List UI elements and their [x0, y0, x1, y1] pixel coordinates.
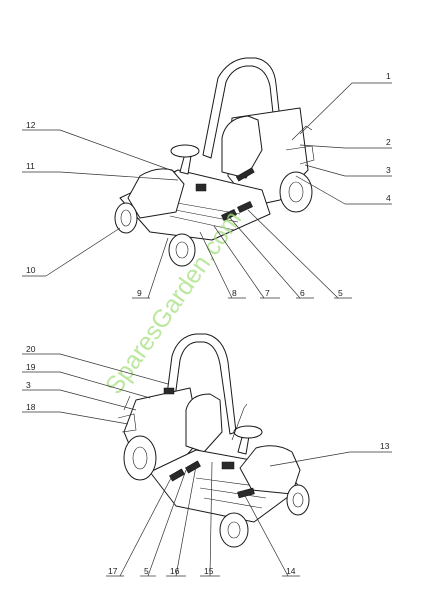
leader-line: [295, 175, 346, 205]
callout-label: 11: [26, 161, 35, 171]
callout-label: 20: [26, 344, 36, 354]
lower-steering-wheel: [233, 425, 263, 439]
lower-rear-decal: [163, 387, 175, 395]
lower-front-left-hub: [227, 521, 241, 539]
leader-line: [199, 231, 233, 299]
leader-line: [243, 493, 289, 577]
upper-steering-wheel: [170, 144, 200, 158]
callout-label: 2: [386, 137, 391, 147]
callout-label: 12: [26, 120, 36, 130]
callout-label: 8: [232, 288, 237, 298]
leader-line: [229, 217, 301, 299]
leader-line: [299, 82, 353, 135]
upper-front-right-wheel: [168, 233, 196, 267]
callout-label: 3: [26, 380, 31, 390]
lower-lever: [231, 403, 248, 441]
leader-line: [59, 371, 151, 399]
lower-side-decal: [185, 460, 201, 474]
lower-roll-bar: [159, 333, 237, 451]
lower-hood: [239, 445, 301, 495]
callout-label: 10: [26, 265, 36, 275]
upper-rear-wheel: [279, 171, 313, 213]
callout-label: 3: [386, 165, 391, 175]
callout-label: 7: [265, 288, 270, 298]
upper-callouts: 1 2 3 4 12 11 10 9 8 7 6 5: [22, 71, 392, 299]
lower-rear-wheel: [123, 435, 157, 481]
callout-label: 16: [170, 566, 180, 576]
upper-front-left-wheel: [114, 202, 138, 234]
leader-line: [247, 209, 339, 299]
lower-mower-drawing: [117, 333, 310, 548]
upper-seat: [221, 115, 263, 179]
leader-line: [304, 164, 346, 177]
callout-label: 5: [338, 288, 343, 298]
leader-line: [59, 129, 177, 173]
callout-label: 6: [300, 288, 305, 298]
upper-hood: [127, 168, 185, 219]
upper-side-decal: [221, 208, 237, 222]
upper-front-left-hub: [120, 209, 132, 227]
lower-front-right-hub: [292, 492, 304, 508]
leader-line: [59, 411, 129, 425]
lower-front-right-wheel: [286, 484, 310, 516]
callout-label: 1: [386, 71, 391, 81]
upper-dash-decal: [235, 167, 255, 182]
leader-line: [147, 237, 169, 299]
lower-front-left-wheel: [219, 512, 249, 548]
callout-label: 19: [26, 362, 36, 372]
callout-label: 5: [144, 566, 149, 576]
lower-rear-linkage: [117, 395, 137, 433]
callout-label: 4: [386, 193, 391, 203]
leader-line: [175, 465, 197, 577]
leader-line: [59, 171, 179, 181]
callout-label: 14: [286, 566, 296, 576]
upper-side-decal: [237, 200, 253, 214]
upper-hood-decal: [195, 183, 207, 192]
lower-deck-decal: [237, 487, 255, 499]
upper-rear-hub: [288, 181, 304, 203]
leader-line: [299, 144, 346, 149]
lower-rear-hub: [132, 446, 148, 470]
leader-line: [45, 227, 121, 277]
callout-label: 9: [137, 288, 142, 298]
leader-line: [59, 389, 137, 411]
lower-seat: [185, 393, 223, 453]
lower-dash-decal: [221, 461, 235, 470]
upper-rear-linkage: [285, 125, 315, 165]
leader-line: [209, 461, 213, 577]
leader-line: [213, 225, 265, 299]
leader-line: [147, 469, 187, 577]
leader-line: [59, 353, 169, 385]
leader-line: [269, 451, 351, 467]
upper-mower-drawing: [114, 57, 315, 267]
callout-label: 13: [380, 441, 390, 451]
callout-label: 15: [204, 566, 214, 576]
callout-label: 17: [108, 566, 118, 576]
leader-line: [119, 475, 173, 577]
upper-front-right-hub: [175, 241, 189, 259]
lower-callouts: 20 19 3 18 13 17 5 16 15 14: [22, 344, 392, 577]
callout-label: 18: [26, 402, 36, 412]
